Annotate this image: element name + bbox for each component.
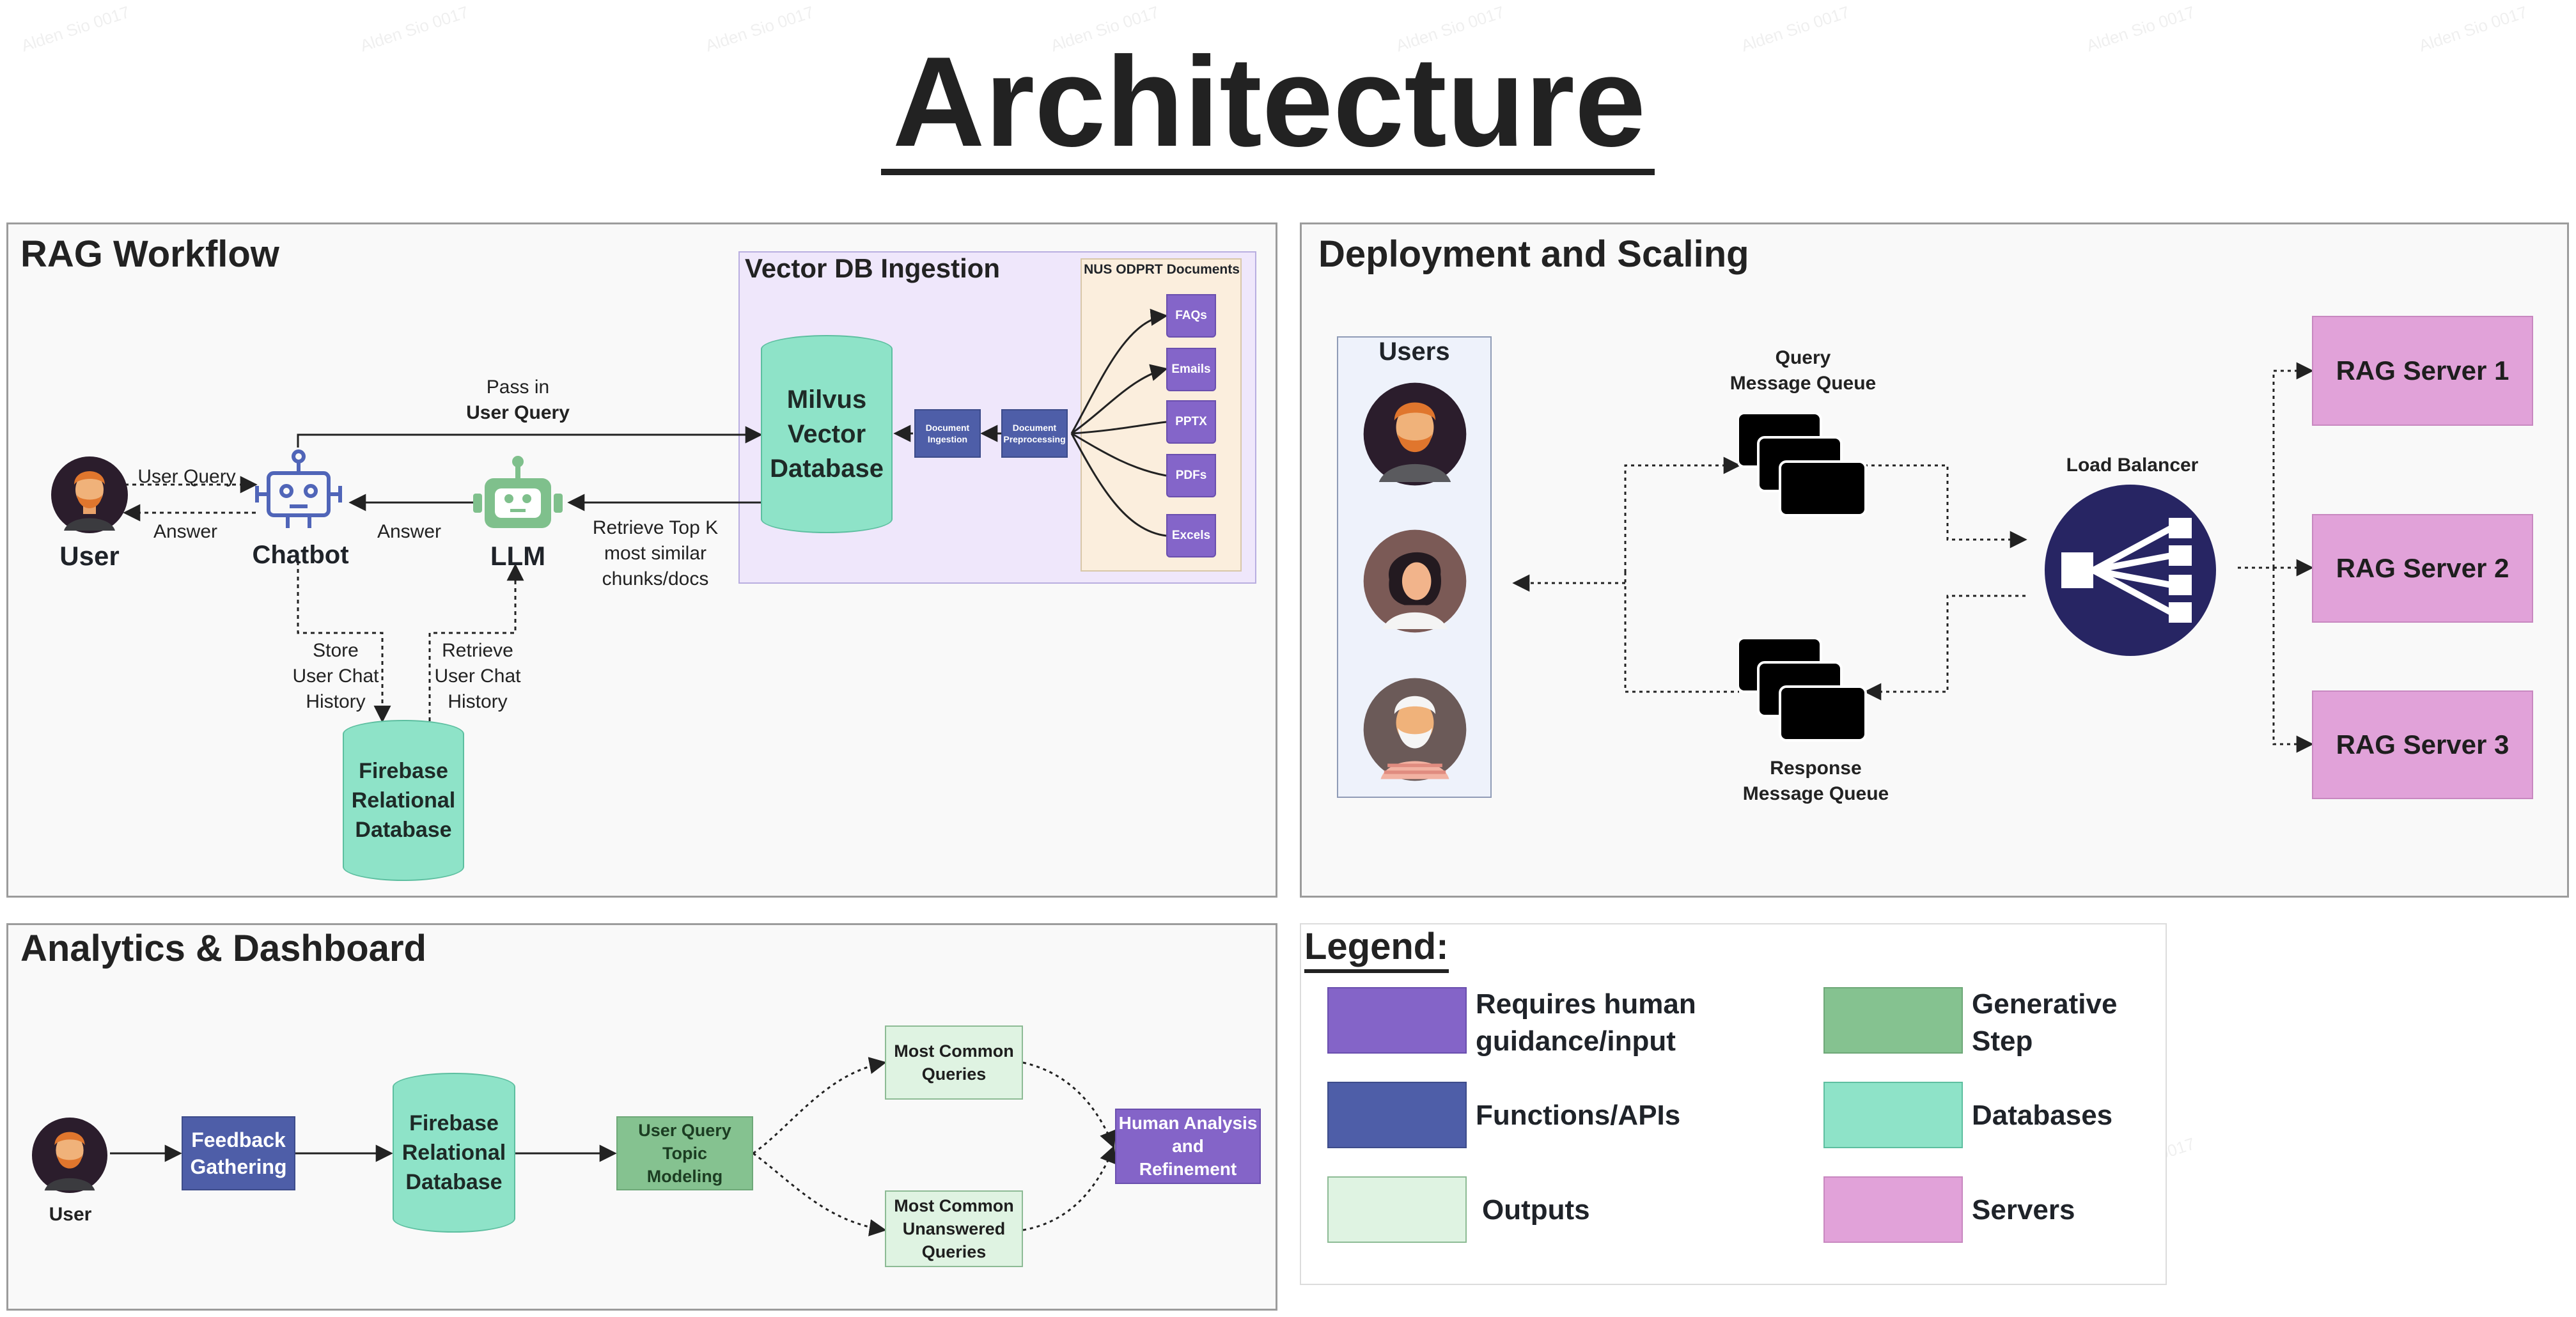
chatbot-label: Chatbot: [252, 541, 349, 569]
users-title: Users: [1378, 338, 1450, 366]
rag-workflow-title: RAG Workflow: [20, 233, 279, 275]
response-queue-icon: [1738, 638, 1867, 742]
edge-to-server-1: [2272, 362, 2314, 568]
legend-swatch-databases: [1823, 1082, 1963, 1148]
edge-store-history: [297, 561, 391, 723]
rag-server-1: RAG Server 1: [2312, 316, 2533, 426]
doc-excels: Excels: [1166, 514, 1216, 557]
query-queue-icon: [1738, 413, 1867, 517]
user-avatar-2: [1363, 529, 1467, 633]
load-balancer-icon: [2045, 485, 2216, 656]
doc-pptx: PPTX: [1166, 400, 1216, 444]
edge-label-user-query: User Query: [137, 466, 236, 487]
user-avatar-3: [1363, 678, 1467, 781]
legend-label-human: Requires human guidance/input: [1476, 988, 1696, 1057]
documents-title: NUS ODPRT Documents: [1084, 262, 1240, 277]
edge-doc-faqs: [1070, 308, 1168, 434]
llm-icon: [473, 456, 563, 528]
user-avatar: [51, 456, 128, 533]
analytics-user-label: User: [49, 1204, 92, 1225]
user-label: User: [59, 541, 120, 571]
legend-swatch-servers: [1823, 1176, 1963, 1243]
rag-server-3: RAG Server 3: [2312, 690, 2533, 799]
vector-db-ingestion-title: Vector DB Ingestion: [745, 253, 1001, 283]
edge-unanswered-to-human: [1022, 1145, 1116, 1231]
edge-doc-excels: [1070, 433, 1167, 537]
load-balancer-label: Load Balancer: [2066, 455, 2199, 476]
legend-label-outputs: Outputs: [1482, 1194, 1590, 1226]
deployment-title: Deployment and Scaling: [1318, 233, 1749, 275]
edge-users-to-query-queue: [1624, 456, 1741, 572]
legend-label-databases: Databases: [1972, 1100, 2113, 1131]
analytics-user-avatar: [31, 1117, 108, 1194]
edge-retrieve-history: [428, 563, 524, 721]
edge-label-answer-user: Answer: [153, 521, 218, 542]
edge-pass-query: [297, 426, 763, 448]
page-title: Architecture: [892, 31, 1646, 173]
pass-in-label: Pass in: [486, 377, 550, 398]
edge-topic-to-common: [753, 1057, 887, 1155]
rag-server-2: RAG Server 2: [2312, 514, 2533, 623]
doc-pdfs: PDFs: [1166, 454, 1216, 497]
chatbot-icon: [255, 449, 342, 528]
analytics-title: Analytics & Dashboard: [20, 928, 426, 969]
legend-swatch-outputs: [1327, 1176, 1467, 1243]
edge-doc-emails: [1071, 364, 1168, 435]
edge-topic-to-unanswered: [753, 1152, 887, 1236]
llm-label: LLM: [490, 541, 546, 571]
legend-swatch-functions: [1327, 1082, 1467, 1148]
doc-faqs: FAQs: [1166, 294, 1216, 338]
edge-lb-to-response-queue: [1864, 595, 2026, 701]
legend-title: Legend:: [1304, 924, 1449, 973]
edge-to-server-3: [2272, 568, 2314, 753]
edge-doc-pptx: [1071, 421, 1167, 435]
legend-label-functions: Functions/APIs: [1476, 1100, 1681, 1131]
doc-emails: Emails: [1166, 348, 1216, 391]
edge-label-answer-llm: Answer: [377, 521, 442, 542]
legend-swatch-human: [1327, 987, 1467, 1054]
title-underline: [881, 169, 1655, 175]
legend-swatch-generative: [1823, 987, 1963, 1054]
pass-in-query-label: User Query: [466, 402, 570, 423]
edge-common-to-human: [1022, 1061, 1116, 1149]
user-avatar-1: [1363, 382, 1467, 486]
edge-users-to-response-queue: [1624, 572, 1739, 693]
legend-label-generative: Generative Step: [1972, 988, 2118, 1057]
edge-query-queue-to-lb: [1864, 464, 2027, 549]
edge-doc-pdfs: [1071, 432, 1167, 477]
legend-label-servers: Servers: [1972, 1194, 2075, 1226]
